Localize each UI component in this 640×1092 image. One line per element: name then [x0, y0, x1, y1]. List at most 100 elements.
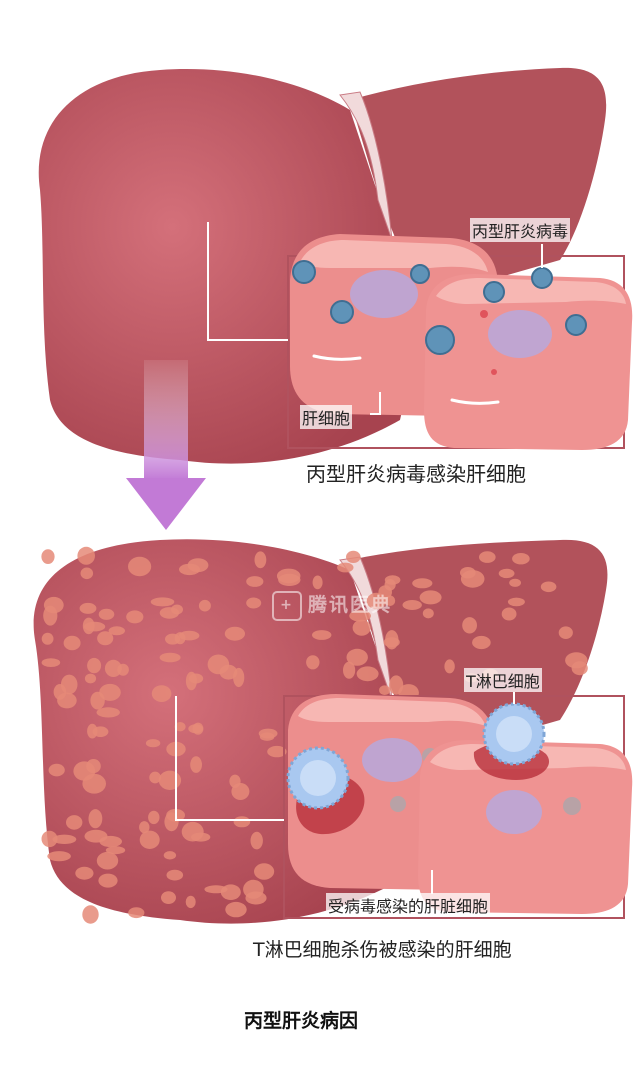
fibrosis-nodule — [267, 745, 287, 758]
fibrosis-nodule — [246, 576, 264, 587]
bottom-cell-left-nucleus — [362, 738, 422, 782]
fibrosis-nodule — [80, 567, 94, 580]
watermark: +腾讯医典 — [272, 590, 392, 621]
fibrosis-nodule — [337, 562, 354, 573]
fibrosis-nodules — [41, 546, 588, 924]
fibrosis-nodule — [231, 783, 250, 800]
fibrosis-nodule — [97, 631, 114, 646]
fibrosis-nodule — [187, 558, 209, 573]
top-cell-left-nucleus — [350, 270, 418, 318]
fibrosis-nodule — [166, 869, 184, 881]
fibrosis-nodule — [383, 637, 400, 648]
t-cell-icon — [286, 746, 350, 810]
infected-cell-label: 受病毒感染的肝脏细胞 — [326, 893, 491, 917]
fibrosis-nodule — [96, 707, 120, 718]
fibrosis-nodule — [346, 550, 361, 564]
bottom-cell-right-nucleus — [486, 790, 542, 834]
fibrosis-nodule — [158, 770, 182, 790]
fibrosis-nodule — [128, 556, 152, 577]
fibrosis-nodule — [190, 756, 203, 773]
top-connector-line — [207, 222, 288, 341]
fibrosis-nodule — [75, 866, 94, 880]
fibrosis-nodule — [207, 654, 230, 675]
fibrosis-nodule — [509, 578, 521, 587]
fibrosis-nodule — [258, 728, 278, 739]
fibrosis-nodule — [139, 821, 150, 834]
fibrosis-nodule — [384, 595, 396, 606]
t-cell-icon — [482, 702, 546, 766]
fibrosis-nodule — [98, 873, 118, 888]
fibrosis-nodule — [128, 907, 145, 919]
fibrosis-nodule — [96, 851, 119, 870]
watermark-logo-icon: + — [272, 590, 302, 621]
fibrosis-nodule — [90, 691, 105, 710]
fibrosis-nodule — [224, 626, 245, 641]
hepatocyte-label: 肝细胞 — [300, 405, 353, 429]
hcv-virus-label: 丙型肝炎病毒 — [470, 218, 571, 242]
fibrosis-nodule — [498, 568, 515, 579]
fibrosis-nodule — [108, 626, 126, 636]
fibrosis-nodule — [84, 829, 108, 843]
bottom-connector-line — [175, 696, 284, 821]
fibrosis-nodule — [225, 901, 247, 918]
fibrosis-nodule — [198, 599, 211, 612]
main-caption: 丙型肝炎病因 — [244, 1010, 359, 1032]
fibrosis-nodule — [163, 851, 177, 860]
fibrosis-nodule — [343, 661, 356, 679]
fibrosis-nodule — [41, 830, 58, 848]
fibrosis-nodule — [412, 578, 433, 589]
fibrosis-nodule — [565, 652, 588, 669]
fibrosis-nodule — [149, 771, 161, 784]
fibrosis-nodule — [346, 648, 368, 666]
hcv-virus-group-icon — [292, 260, 587, 355]
fibrosis-nodule — [150, 597, 175, 607]
fibrosis-nodule — [349, 610, 371, 622]
fibrosis-nodule — [53, 684, 67, 700]
fibrosis-nodule — [151, 685, 172, 702]
fibrosis-nodule — [185, 895, 196, 909]
top-cell-right — [424, 274, 633, 450]
fibrosis-nodule — [82, 773, 106, 794]
fibrosis-nodule — [512, 553, 530, 565]
hcv-virus-icon — [292, 260, 316, 284]
fibrosis-nodule — [188, 673, 204, 684]
fibrosis-nodule — [181, 821, 204, 842]
fibrosis-nodule — [82, 905, 99, 924]
fibrosis-nodule — [47, 851, 71, 862]
fibrosis-nodule — [462, 617, 477, 634]
fibrosis-nodule — [306, 655, 320, 670]
fibrosis-nodule — [66, 815, 83, 830]
fibrosis-nodule — [88, 809, 103, 829]
fibrosis-nodule — [174, 722, 186, 732]
fibrosis-nodule — [419, 590, 442, 605]
top-cell-right-nucleus — [488, 310, 552, 358]
fibrosis-nodule — [126, 610, 144, 624]
fibrosis-nodule — [41, 658, 61, 667]
fibrosis-nodule — [52, 834, 77, 844]
fibrosis-nodule — [48, 763, 65, 777]
fibrosis-nodule — [41, 549, 55, 564]
hcv-virus-icon — [330, 300, 354, 324]
fibrosis-nodule — [43, 605, 58, 626]
fibrosis-nodule — [558, 626, 573, 639]
fibrosis-nodule — [148, 810, 160, 825]
fibrosis-nodule — [472, 635, 491, 650]
fibrosis-nodule — [444, 659, 455, 674]
fibrosis-nodule — [422, 608, 434, 619]
fibrosis-nodule — [161, 891, 176, 904]
fibrosis-nodule — [254, 551, 267, 569]
fibrosis-nodule — [84, 621, 106, 632]
fibrosis-nodule — [41, 632, 54, 645]
fibrosis-nodule — [105, 846, 126, 855]
fibrosis-nodule — [84, 673, 97, 684]
fibrosis-nodule — [352, 619, 371, 636]
fibrosis-nodule — [99, 683, 121, 701]
top-caption: 丙型肝炎病毒感染肝细胞 — [306, 462, 526, 486]
fibrosis-nodule — [79, 602, 97, 614]
hcv-virus-icon — [565, 314, 587, 336]
fibrosis-nodule — [159, 652, 181, 663]
hepatocyte-pointer — [370, 392, 381, 415]
fibrosis-nodule — [243, 879, 264, 899]
